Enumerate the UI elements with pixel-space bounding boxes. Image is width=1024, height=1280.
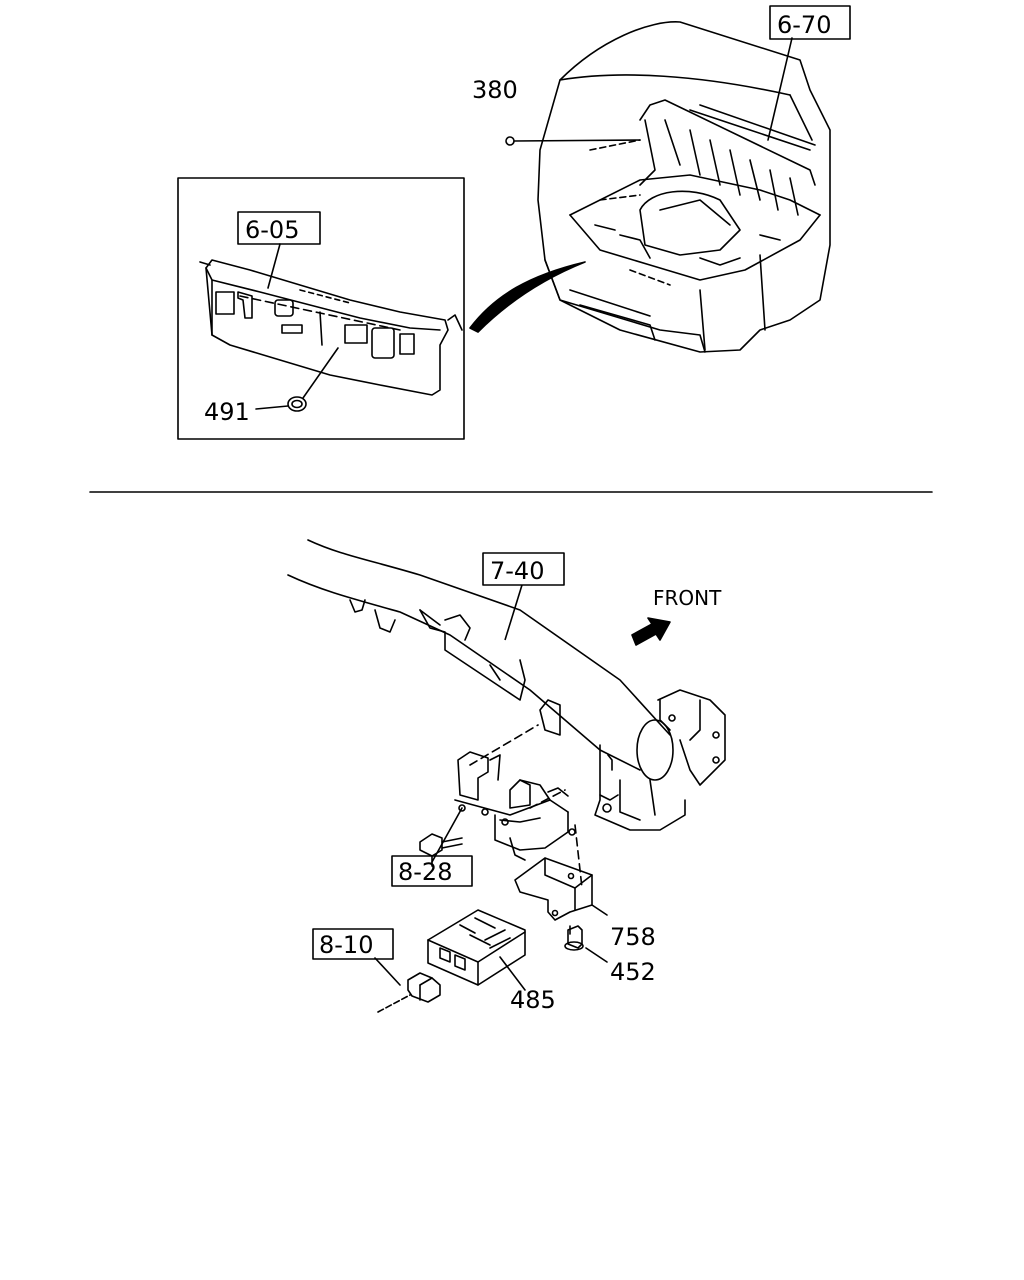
bracket-assembly-drawing bbox=[419, 751, 576, 861]
ref-box-6-05 bbox=[237, 211, 321, 245]
ref-label-6-05: 6-05 bbox=[245, 216, 299, 244]
leader-8-28-b bbox=[431, 807, 463, 863]
ref-label-8-28: 8-28 bbox=[398, 858, 452, 886]
part-491-ring bbox=[287, 396, 307, 412]
leader-758 bbox=[591, 904, 608, 916]
ref-box-7-40 bbox=[482, 552, 565, 586]
part-452-screw bbox=[564, 925, 584, 951]
leader-6-70 bbox=[767, 37, 793, 141]
crossmember-drawing bbox=[287, 539, 726, 831]
part-485-box bbox=[427, 909, 526, 986]
part-label-485: 485 bbox=[510, 986, 556, 1014]
inset-panel-drawing bbox=[199, 259, 463, 396]
leader-491 bbox=[255, 405, 289, 410]
ref-label-6-70: 6-70 bbox=[777, 11, 831, 39]
leader-485 bbox=[499, 956, 526, 991]
leader-6-05 bbox=[267, 243, 281, 289]
ref-label-8-10: 8-10 bbox=[319, 931, 373, 959]
leader-380 bbox=[513, 139, 641, 142]
ref-label-7-40: 7-40 bbox=[490, 557, 544, 585]
part-label-380: 380 bbox=[472, 76, 518, 104]
part-380-marker bbox=[505, 136, 515, 146]
part-label-491: 491 bbox=[204, 398, 250, 426]
part-label-452: 452 bbox=[610, 958, 656, 986]
cab-drawing bbox=[537, 21, 831, 353]
leader-452 bbox=[585, 947, 608, 963]
ref-box-6-70 bbox=[769, 5, 851, 40]
front-label: FRONT bbox=[653, 586, 722, 610]
leader-7-40 bbox=[504, 584, 523, 641]
ref-box-8-10 bbox=[312, 928, 394, 960]
ref-box-8-28 bbox=[391, 855, 473, 887]
part-label-758: 758 bbox=[610, 923, 656, 951]
inset-arrow bbox=[469, 261, 586, 333]
leader-491-to-panel bbox=[302, 347, 339, 399]
inset-box bbox=[177, 177, 465, 440]
front-arrow bbox=[631, 617, 671, 646]
part-758-bracket bbox=[514, 857, 593, 921]
connector-8-10 bbox=[377, 972, 441, 1013]
leader-8-10 bbox=[374, 957, 401, 986]
